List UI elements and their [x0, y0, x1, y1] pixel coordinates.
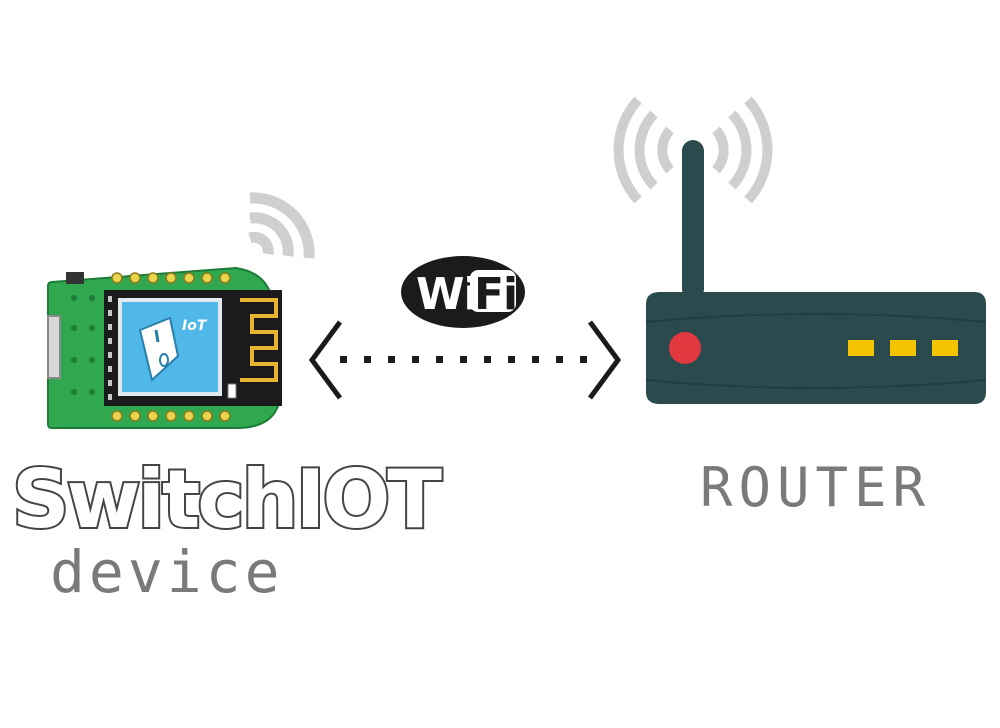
brand-logo-text: SwitchIOT: [12, 453, 442, 546]
screen-iot-text: IoT: [182, 318, 208, 334]
device-signal-icon: [248, 192, 315, 259]
connection-link: [308, 320, 622, 400]
router-antenna: [682, 140, 704, 300]
switchiot-board: IoT: [47, 266, 282, 429]
reset-button: [66, 272, 84, 284]
wifi-text-wi: Wi: [416, 269, 478, 320]
pcb-antenna: [240, 298, 278, 382]
device-label: device: [50, 538, 284, 606]
dotted-line: [340, 356, 587, 363]
router-body: [646, 292, 986, 404]
status-led-1: [848, 340, 874, 356]
left-arrow-head: [308, 320, 343, 400]
header-pins-bottom: [111, 410, 231, 422]
router-signal-icon: [613, 96, 773, 204]
switch-icon: [138, 316, 180, 382]
wifi-logo-icon: Wi Fi: [401, 256, 525, 328]
status-led-3: [932, 340, 958, 356]
usb-port: [47, 315, 61, 379]
router-label: ROUTER: [700, 456, 931, 519]
wifi-text-fi: Fi: [474, 269, 517, 320]
power-led-icon: [669, 332, 701, 364]
status-led-2: [890, 340, 916, 356]
router: [645, 140, 987, 404]
header-pins-top: [111, 272, 231, 284]
right-arrow-head: [587, 320, 622, 400]
